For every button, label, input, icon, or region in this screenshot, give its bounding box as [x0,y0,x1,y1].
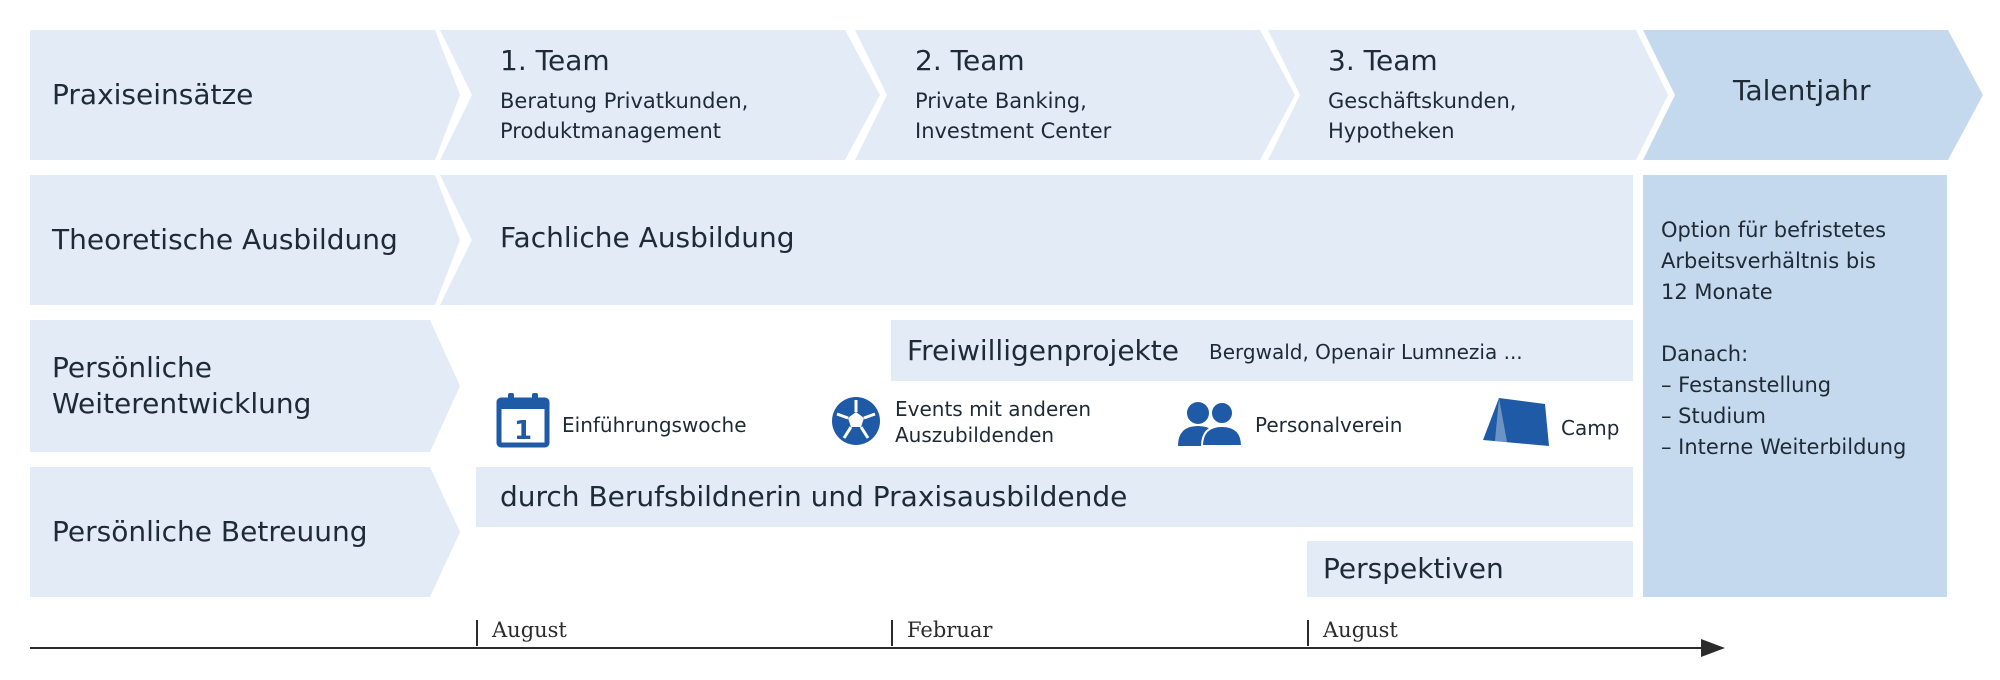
row-label-betreuung-text: Persönliche Betreuung [52,514,368,548]
calendar-icon: 1 [496,392,550,452]
timeline-tick [476,620,478,646]
team-3-title: 3. Team [1328,44,1438,77]
row-label-weiter-line-2: Weiterentwicklung [52,387,312,420]
team-2-chevron: 2. Team Private Banking, Investment Cent… [855,30,1295,160]
talentjahr-option-line-3: 12 Monate [1661,280,1773,304]
timeline-label-august-2: August [1323,618,1398,642]
talentjahr-item: – Festanstellung [1661,373,1832,397]
event-einfuehrungswoche-label: Einführungswoche [562,413,747,437]
fachliche-ausbildung-text: Fachliche Ausbildung [500,221,795,254]
talentjahr-option-line-1: Option für befristetes [1661,218,1887,242]
talentjahr-option-line-2: Arbeitsverhältnis bis [1661,249,1876,273]
row-label-persoenliche-betreuung: Persönliche Betreuung [30,467,460,597]
timeline-tick [891,620,893,646]
talentjahr-danach: Danach: [1661,342,1749,366]
row-label-weiter-line-1: Persönliche [52,350,213,384]
timeline-axis [30,647,1715,649]
team-3-line-1: Geschäftskunden, [1328,89,1517,113]
freiwilligenprojekte-bar: Freiwilligenprojekte Bergwald, Openair L… [891,320,1633,381]
timeline-label-august-1: August [492,618,567,642]
timeline-arrow-icon [1701,639,1725,661]
tent-icon [1481,396,1551,452]
team-3-chevron: 3. Team Geschäftskunden, Hypotheken [1268,30,1668,160]
row-label-persoenliche-weiterentwicklung: Persönliche Weiterentwicklung [30,320,460,452]
row-label-praxis-text: Praxiseinsätze [52,77,254,111]
soccer-ball-icon [830,395,882,451]
event-camp-label: Camp [1561,416,1620,440]
team-2-line-1: Private Banking, [915,89,1087,113]
timeline-tick [1307,620,1309,646]
event-events-label-2: Auszubildenden [895,423,1055,447]
calendar-day: 1 [514,416,532,446]
row-label-praxiseinsaetze: Praxiseinsätze [30,30,460,160]
talentjahr-title: Talentjahr [1733,74,1871,107]
talentjahr-item: – Studium [1661,404,1766,428]
betreuung-bar-text: durch Berufsbildnerin und Praxisausbilde… [500,480,1128,513]
perspektiven-text: Perspektiven [1323,552,1504,585]
talentjahr-item: – Interne Weiterbildung [1661,435,1907,459]
timeline-label-februar: Februar [907,618,993,642]
team-1-line-1: Beratung Privatkunden, [500,89,749,113]
freiwilligenprojekte-title: Freiwilligenprojekte [907,334,1179,367]
team-3-line-2: Hypotheken [1328,119,1455,143]
people-icon [1176,400,1246,450]
row-label-theorie-text: Theoretische Ausbildung [52,222,398,256]
row-label-theoretische-ausbildung: Theoretische Ausbildung [30,175,460,305]
freiwilligenprojekte-detail: Bergwald, Openair Lumnezia ... [1209,340,1523,364]
team-2-title: 2. Team [915,44,1025,77]
betreuung-bar: durch Berufsbildnerin und Praxisausbilde… [476,467,1633,527]
talentjahr-panel: Option für befristetes Arbeitsverhältnis… [1643,175,1947,597]
team-2-line-2: Investment Center [915,119,1112,143]
event-events-label-1: Events mit anderen [895,397,1092,421]
team-1-line-2: Produktmanagement [500,119,722,143]
perspektiven-bar: Perspektiven [1307,541,1633,597]
fachliche-ausbildung-bar: Fachliche Ausbildung [440,175,1633,305]
event-personalverein-label: Personalverein [1255,413,1403,437]
talentjahr-chevron: Talentjahr [1643,30,1983,160]
team-1-title: 1. Team [500,44,610,77]
team-1-chevron: 1. Team Beratung Privatkunden, Produktma… [440,30,880,160]
